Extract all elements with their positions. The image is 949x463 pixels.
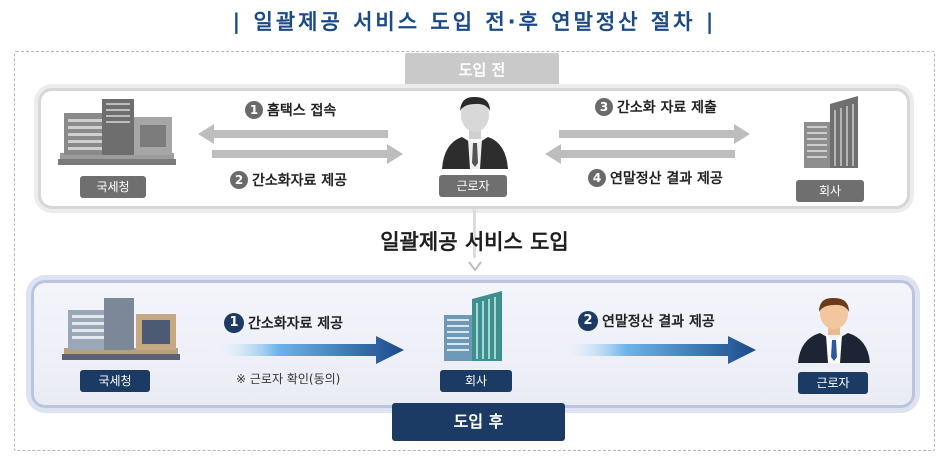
outer-frame [14,51,935,451]
worker-label-before: 근로자 [439,175,507,197]
before-step-3: 3 간소화 자료 제출 [595,97,717,117]
nts-building-icon [58,99,176,165]
worker-icon-before [442,96,508,169]
gray-arrows-left [198,124,403,164]
tab-before: 도입 전 [405,53,559,87]
before-step-2: 2 간소화자료 제공 [230,170,347,190]
company-building-icon-before [804,96,858,168]
page-title: | 일괄제공 서비스 도입 전·후 연말정산 절차 | [232,10,717,34]
company-building-icon-after [444,291,502,361]
company-label-after: 회사 [440,370,512,392]
worker-icon-after [798,297,870,363]
before-step-4: 4 연말정산 결과 제공 [588,168,723,188]
blue-arrow-2 [556,336,756,364]
consent-note: ※ 근로자 확인(동의) [236,372,341,386]
nts-building-icon [62,298,180,360]
after-step-2: 2 연말정산 결과 제공 [578,311,715,331]
before-step-1: 1 홈택스 접속 [245,100,336,120]
blue-arrow-1 [210,336,404,364]
tab-after: 도입 후 [392,403,565,441]
intro-label: 일괄제공 서비스 도입 [380,230,569,254]
down-connector [468,208,482,272]
company-label-before: 회사 [796,180,864,202]
nts-label-after: 국세청 [80,370,150,392]
worker-label-after: 근로자 [798,372,868,394]
nts-label-before: 국세청 [80,176,146,198]
after-step-1: 1 간소화자료 제공 [224,313,343,333]
gray-arrows-right [545,124,750,164]
